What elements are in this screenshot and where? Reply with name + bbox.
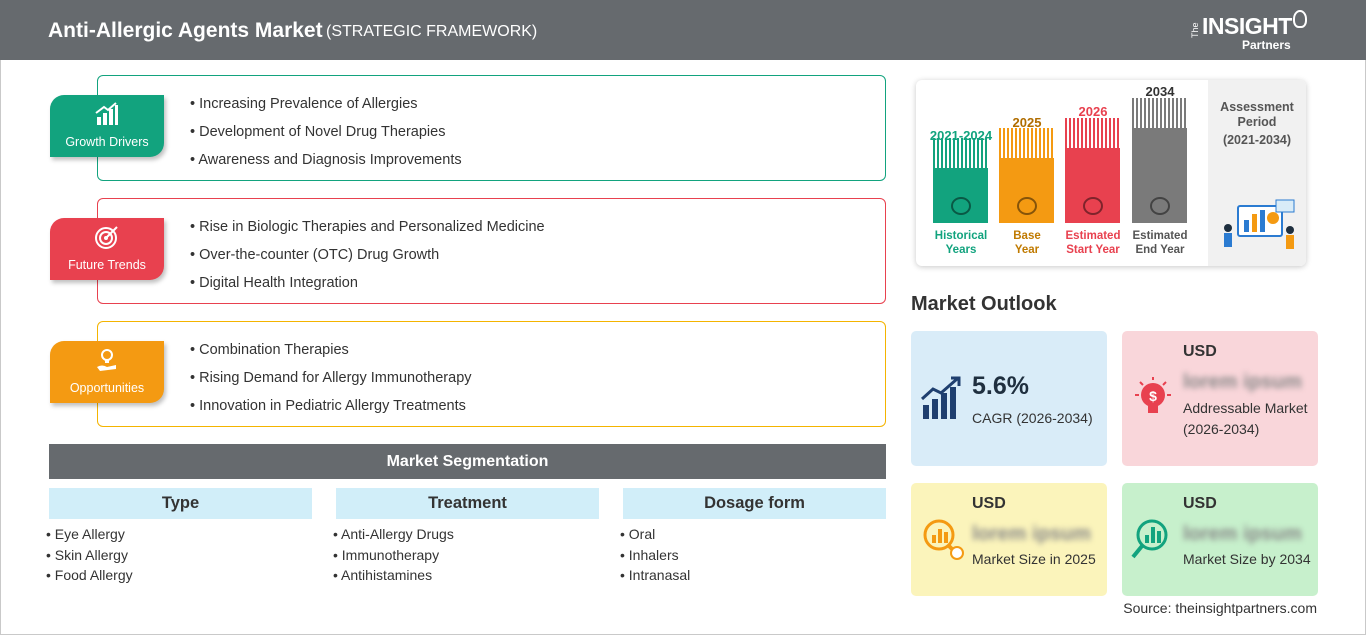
growth-drivers-badge: Growth Drivers xyxy=(50,95,164,157)
timeline-bar xyxy=(1065,118,1120,223)
logo-partners-text: Partners xyxy=(1242,38,1291,52)
svg-text:$: $ xyxy=(1149,388,1157,404)
forecast-icon xyxy=(1083,197,1103,215)
target-icon xyxy=(95,226,118,249)
cagr-label: CAGR (2026-2034) xyxy=(972,410,1093,426)
list-item: Increasing Prevalence of Allergies xyxy=(190,94,462,122)
timeline-year-label: 2021-2024 xyxy=(929,128,993,143)
source-note: Source: theinsightpartners.com xyxy=(1123,600,1317,616)
page-title: Anti-Allergic Agents Market xyxy=(48,19,323,42)
timeline-bar xyxy=(933,138,988,223)
analytics-people-icon xyxy=(1224,199,1295,249)
opportunities-list: Combination Therapies Rising Demand for … xyxy=(190,340,472,424)
size-2025-value: lorem ipsum xyxy=(972,523,1091,545)
growth-bars-icon xyxy=(95,102,118,125)
addressable-value: lorem ipsum xyxy=(1183,371,1302,393)
future-trends-card: Rise in Biologic Therapies and Personali… xyxy=(97,198,886,304)
list-item: Anti-Allergy Drugs xyxy=(333,526,454,547)
list-item: Rise in Biologic Therapies and Personali… xyxy=(190,217,545,245)
list-item: Immunotherapy xyxy=(333,547,454,568)
cagr-tile: 5.6% CAGR (2026-2034) xyxy=(911,331,1107,466)
size-2034-label: Market Size by 2034 xyxy=(1183,551,1311,567)
list-item: Innovation in Pediatric Allergy Treatmen… xyxy=(190,396,472,424)
calendar-icon xyxy=(1017,197,1037,215)
opportunities-card: Combination Therapies Rising Demand for … xyxy=(97,321,886,427)
assessment-period-box: Assessment Period (2021-2034) xyxy=(1208,80,1306,266)
segment-list-type: Eye Allergy Skin Allergy Food Allergy xyxy=(46,526,133,588)
list-item: Over-the-counter (OTC) Drug Growth xyxy=(190,245,545,273)
presentation-icon xyxy=(1150,197,1170,215)
lightbulb-icon xyxy=(1293,10,1307,28)
list-item: Combination Therapies xyxy=(190,340,472,368)
growth-drivers-label: Growth Drivers xyxy=(65,135,149,149)
timeline-year-label: 2025 xyxy=(1012,115,1042,130)
segment-heading-treatment: Treatment xyxy=(336,488,599,519)
market-outlook-title: Market Outlook xyxy=(911,293,1057,315)
segment-list-dosage-form: Oral Inhalers Intranasal xyxy=(620,526,690,588)
opportunities-label: Opportunities xyxy=(69,381,145,395)
assessment-range: (2021-2034) xyxy=(1222,133,1292,147)
timeline-year-label: 2034 xyxy=(1145,84,1175,99)
future-trends-label: Future Trends xyxy=(68,258,146,272)
list-item: Inhalers xyxy=(620,547,690,568)
future-trends-list: Rise in Biologic Therapies and Personali… xyxy=(190,217,545,301)
timeline-bar xyxy=(1132,98,1187,223)
size-2034-value: lorem ipsum xyxy=(1183,523,1302,545)
list-item: Skin Allergy xyxy=(46,547,133,568)
company-logo[interactable]: The INSIGHT Partners xyxy=(1190,8,1320,54)
size-2025-currency: USD xyxy=(972,495,1006,512)
segment-heading-dosage-form: Dosage form xyxy=(623,488,886,519)
page-subtitle: (STRATEGIC FRAMEWORK) xyxy=(326,23,538,40)
magnifier-chart-icon xyxy=(1131,519,1168,559)
timeline-bar xyxy=(999,128,1054,223)
hand-lightbulb-icon xyxy=(97,349,116,371)
segment-heading-type: Type xyxy=(49,488,312,519)
logo-insight-text: INSIGHT xyxy=(1202,13,1292,39)
future-trends-badge: Future Trends xyxy=(50,218,164,280)
list-item: Development of Novel Drug Therapies xyxy=(190,122,462,150)
history-icon xyxy=(951,197,971,215)
header-bar: Anti-Allergic Agents Market (STRATEGIC F… xyxy=(0,0,1366,60)
list-item: Food Allergy xyxy=(46,567,133,588)
list-item: Awareness and Diagnosis Improvements xyxy=(190,150,461,178)
magnifier-chart-icon xyxy=(923,519,964,560)
growth-chart-icon xyxy=(920,376,961,419)
list-item: Intranasal xyxy=(620,567,690,588)
size-2025-label: Market Size in 2025 xyxy=(972,551,1096,567)
list-item: Antihistamines xyxy=(333,567,454,588)
addressable-currency: USD xyxy=(1183,343,1217,360)
segmentation-title: Market Segmentation xyxy=(49,444,886,479)
growth-drivers-card: Increasing Prevalence of Allergies Devel… xyxy=(97,75,886,181)
addressable-label: Addressable Market (2026-2034) xyxy=(1183,400,1308,437)
list-item: Rising Demand for Allergy Immunotherapy xyxy=(190,368,471,396)
market-size-2034-tile: USD lorem ipsum Market Size by 2034 xyxy=(1122,483,1318,596)
growth-drivers-list: Increasing Prevalence of Allergies Devel… xyxy=(190,94,462,178)
size-2034-currency: USD xyxy=(1183,495,1217,512)
list-item: Eye Allergy xyxy=(46,526,133,547)
segment-list-treatment: Anti-Allergy Drugs Immunotherapy Antihis… xyxy=(333,526,454,588)
lightbulb-dollar-icon: $ xyxy=(1135,377,1171,413)
opportunities-badge: Opportunities xyxy=(50,341,164,403)
market-size-2025-tile: USD lorem ipsum Market Size in 2025 xyxy=(911,483,1107,596)
list-item: Digital Health Integration xyxy=(190,273,545,301)
assessment-title: Assessment Period xyxy=(1220,100,1294,129)
cagr-value: 5.6% xyxy=(972,372,1029,400)
addressable-market-tile: $ USD lorem ipsum Addressable Market (20… xyxy=(1122,331,1318,466)
timeline-year-label: 2026 xyxy=(1078,104,1108,119)
list-item: Oral xyxy=(620,526,690,547)
logo-the-text: The xyxy=(1190,22,1200,38)
